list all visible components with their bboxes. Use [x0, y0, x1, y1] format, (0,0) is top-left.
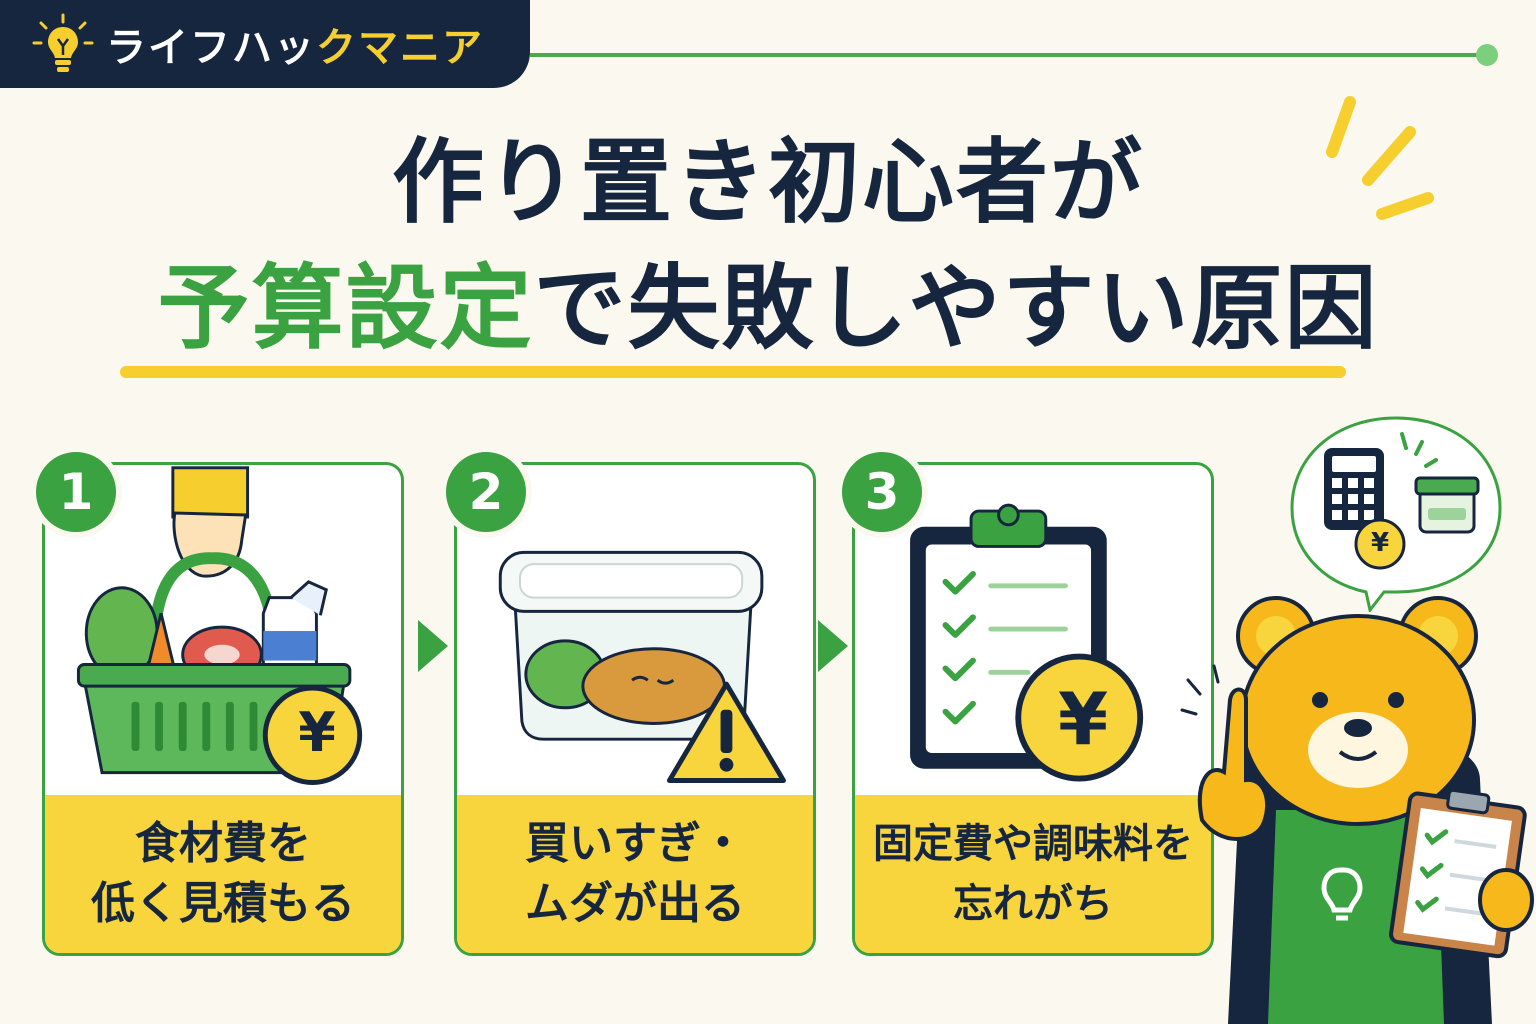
lightbulb-icon	[32, 13, 94, 72]
page-title-line2: 予算設定で失敗しやすい原因	[0, 254, 1536, 364]
card-caption: 食材費を低く見積もる	[45, 795, 401, 953]
title-underline	[120, 366, 1346, 378]
calculator-icon	[1324, 448, 1384, 530]
bear-mascot-icon	[1180, 596, 1534, 1024]
step-arrow-1	[418, 620, 448, 672]
food-container-warning-icon	[498, 550, 786, 783]
clipboard-yen-icon	[910, 503, 1144, 782]
speech-bubble	[1290, 416, 1502, 612]
step-badge-2: 2	[440, 446, 532, 538]
grocery-basket-yen-icon	[76, 466, 363, 785]
header-rule	[530, 53, 1482, 57]
title-rest: で失敗しやすい原因	[533, 255, 1379, 362]
sparkle-icon	[1326, 96, 1434, 220]
reason-card-1: ¥ 食材費を低く見積もる	[42, 462, 404, 956]
title-highlight: 予算設定	[157, 255, 534, 362]
card-caption: 固定費や調味料を忘れがち	[855, 795, 1211, 953]
header-rule-dot	[1476, 44, 1498, 66]
container-icon	[1414, 476, 1480, 534]
brand-tab: ライフハックマニア	[0, 0, 530, 88]
yen-coin-icon	[1354, 518, 1406, 570]
card-caption: 買いすぎ・ムダが出る	[457, 795, 813, 953]
step-arrow-2	[818, 620, 848, 672]
reason-card-2: 買いすぎ・ムダが出る	[454, 462, 816, 956]
yen-symbol: ¥	[1057, 677, 1109, 761]
page-title-line1: 作り置き初心者が	[391, 129, 1144, 236]
reason-card-3: ¥ 固定費や調味料を忘れがち	[852, 462, 1214, 956]
yen-symbol: ¥	[1370, 528, 1390, 558]
step-badge-3: 3	[836, 446, 928, 538]
yen-symbol: ¥	[298, 701, 336, 764]
step-badge-1: 1	[30, 446, 122, 538]
brand-name: ライフハックマニア	[106, 25, 484, 71]
